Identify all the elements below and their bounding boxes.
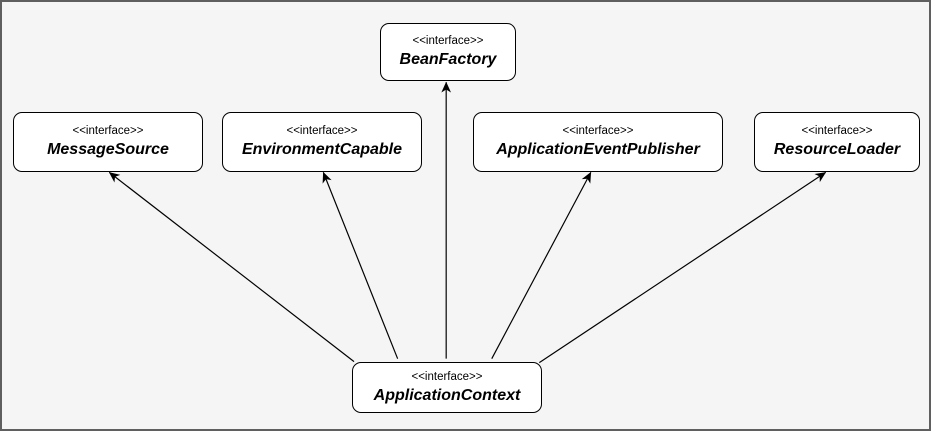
edge-applicationcontext-to-applicationeventpublisher[interactable] xyxy=(491,171,592,359)
stereotype-label: <<interface>> xyxy=(801,125,873,138)
edge-applicationcontext-to-messagesource[interactable] xyxy=(108,171,355,363)
stereotype-label: <<interface>> xyxy=(72,125,144,138)
node-bean-factory[interactable]: <<interface>> BeanFactory xyxy=(380,23,516,81)
node-environment-capable[interactable]: <<interface>> EnvironmentCapable xyxy=(222,112,422,172)
node-name-label: ApplicationEventPublisher xyxy=(496,141,700,159)
edge-applicationcontext-to-environmentcapable[interactable] xyxy=(322,171,399,359)
node-application-context[interactable]: <<interface>> ApplicationContext xyxy=(352,362,542,413)
node-name-label: MessageSource xyxy=(47,141,169,159)
stereotype-label: <<interface>> xyxy=(562,125,634,138)
stereotype-label: <<interface>> xyxy=(411,370,483,383)
node-name-label: EnvironmentCapable xyxy=(241,141,403,159)
node-message-source[interactable]: <<interface>> MessageSource xyxy=(13,112,203,172)
stereotype-label: <<interface>> xyxy=(412,35,484,48)
stereotype-label: <<interface>> xyxy=(286,125,358,138)
node-resource-loader[interactable]: <<interface>> ResourceLoader xyxy=(754,112,920,172)
node-name-label: ResourceLoader xyxy=(773,141,901,159)
node-application-event-publisher[interactable]: <<interface>> ApplicationEventPublisher xyxy=(473,112,723,172)
edge-applicationcontext-to-resourceloader[interactable] xyxy=(538,171,827,364)
node-name-label: BeanFactory xyxy=(399,51,497,69)
node-name-label: ApplicationContext xyxy=(373,386,521,404)
